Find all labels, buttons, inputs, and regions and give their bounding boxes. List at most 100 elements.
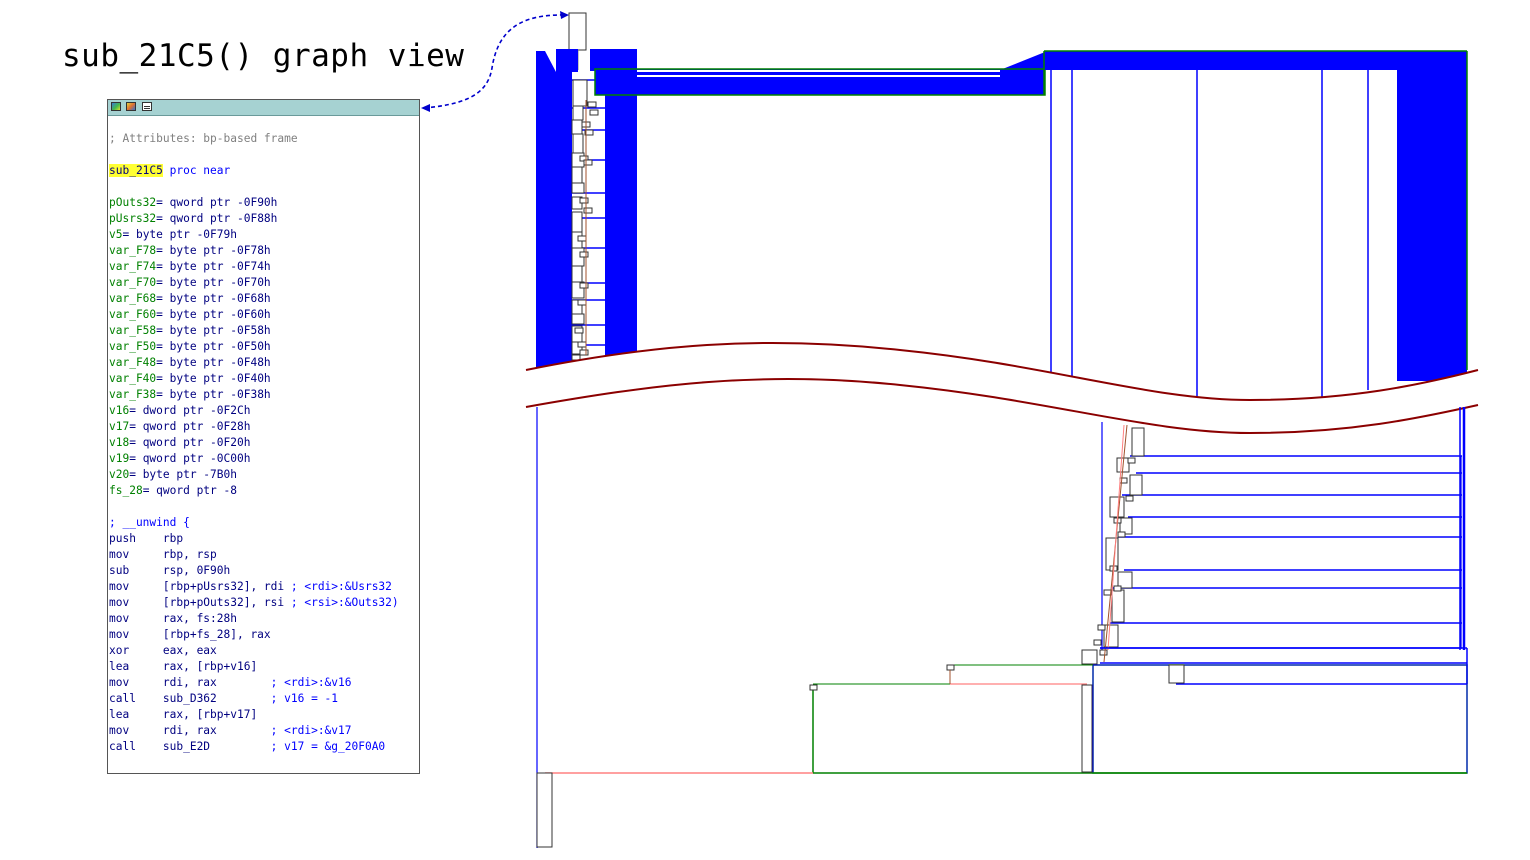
upper-block-stack[interactable] (571, 72, 605, 361)
instruction-line[interactable]: xor eax, eax (109, 643, 419, 659)
node-block[interactable] (572, 133, 584, 155)
stack-var-line[interactable]: v20= byte ptr -7B0h (109, 467, 419, 483)
small-block[interactable] (1127, 457, 1136, 464)
stack-var-line[interactable]: v17= qword ptr -0F28h (109, 419, 419, 435)
small-block[interactable] (583, 207, 593, 214)
stack-var-line[interactable]: var_F38= byte ptr -0F38h (109, 387, 419, 403)
node-block[interactable] (1109, 496, 1125, 518)
stack-var-line[interactable]: var_F70= byte ptr -0F70h (109, 275, 419, 291)
wide-block-top[interactable] (595, 69, 1045, 95)
stack-var-line[interactable]: var_F78= byte ptr -0F78h (109, 243, 419, 259)
node-block[interactable] (572, 105, 584, 121)
node-block[interactable] (572, 79, 588, 107)
node-block[interactable] (1081, 649, 1098, 665)
block-cluster-cap[interactable] (590, 49, 637, 71)
instruction-line[interactable]: mov [rbp+pUsrs32], rdi ; <rdi>:&Usrs32 (109, 579, 419, 595)
stack-var-line[interactable]: var_F60= byte ptr -0F60h (109, 307, 419, 323)
node-block[interactable] (571, 211, 583, 233)
stack-var-line[interactable]: var_F48= byte ptr -0F48h (109, 355, 419, 371)
stack-var-line[interactable]: pUsrs32= qword ptr -0F88h (109, 211, 419, 227)
stack-var-line[interactable]: fs_28= qword ptr -8 (109, 483, 419, 499)
disassembly-listing[interactable]: ; Attributes: bp-based frame sub_21C5 pro… (109, 131, 419, 755)
small-block[interactable] (577, 341, 587, 348)
wide-block-slope[interactable] (1000, 52, 1045, 95)
small-block[interactable] (583, 159, 593, 166)
instruction-line[interactable]: lea rax, [rbp+v16] (109, 659, 419, 675)
small-block[interactable] (946, 664, 955, 671)
small-block[interactable] (1093, 639, 1102, 646)
stack-var-line[interactable]: v19= qword ptr -0C00h (109, 451, 419, 467)
small-block[interactable] (579, 197, 589, 204)
flowchart-icon[interactable] (126, 102, 136, 111)
node-block[interactable] (1105, 537, 1119, 571)
stack-var-line[interactable]: v5= byte ptr -0F79h (109, 227, 419, 243)
instruction-line[interactable]: call sub_E2D ; v17 = &g_20F0A0 (109, 739, 419, 755)
stack-var-line[interactable]: pOuts32= qword ptr -0F90h (109, 195, 419, 211)
instruction-line[interactable]: lea rax, [rbp+v17] (109, 707, 419, 723)
wide-block-green[interactable] (594, 68, 1046, 96)
small-block[interactable] (809, 684, 818, 691)
small-block[interactable] (584, 129, 594, 136)
instruction-line[interactable]: mov [rbp+pOuts32], rsi ; <rsi>:&Outs32) (109, 595, 419, 611)
graph-overview-icon[interactable] (111, 102, 121, 111)
small-block[interactable] (1099, 649, 1108, 656)
block-cluster-left[interactable] (536, 51, 572, 368)
stack-var-line[interactable]: v18= qword ptr -0F20h (109, 435, 419, 451)
text-view-icon[interactable] (142, 102, 152, 111)
block-cluster-column[interactable] (605, 49, 637, 357)
small-block[interactable] (1103, 589, 1112, 596)
small-block[interactable] (574, 327, 584, 334)
proc-line[interactable]: sub_21C5 proc near (109, 163, 419, 179)
stack-var-line[interactable]: var_F50= byte ptr -0F50h (109, 339, 419, 355)
instruction-line[interactable]: mov rax, fs:28h (109, 611, 419, 627)
instruction-line[interactable]: mov rdi, rax ; <rdi>:&v17 (109, 723, 419, 739)
node-block[interactable] (1117, 571, 1133, 589)
node-block[interactable] (1111, 589, 1125, 623)
node-block[interactable] (1129, 474, 1143, 496)
small-block[interactable] (1097, 624, 1106, 631)
instruction-line[interactable]: mov rdi, rax ; <rdi>:&v16 (109, 675, 419, 691)
blue-loop-frame[interactable] (1092, 664, 1468, 774)
unwind-line[interactable]: ; __unwind { (109, 515, 419, 531)
small-block[interactable] (577, 299, 587, 306)
exit-block[interactable] (536, 772, 553, 848)
small-block[interactable] (579, 349, 589, 356)
node-block[interactable] (571, 265, 583, 283)
small-block[interactable] (579, 282, 589, 289)
node-block[interactable] (1131, 427, 1145, 457)
node-block[interactable] (571, 182, 585, 194)
small-block[interactable] (579, 251, 589, 258)
small-block[interactable] (577, 235, 587, 242)
small-block[interactable] (589, 109, 599, 116)
window-titlebar[interactable] (108, 100, 419, 116)
instruction-line[interactable]: call sub_D362 ; v16 = -1 (109, 691, 419, 707)
node-block[interactable] (1081, 684, 1093, 773)
small-block[interactable] (1125, 495, 1134, 502)
node-block[interactable] (571, 341, 583, 355)
instruction-line[interactable]: sub rsp, 0F90h (109, 563, 419, 579)
small-block[interactable] (1117, 531, 1126, 538)
instruction-line[interactable]: mov rbp, rsp (109, 547, 419, 563)
small-block[interactable] (587, 101, 597, 108)
stack-var-line[interactable]: var_F40= byte ptr -0F40h (109, 371, 419, 387)
instruction-line[interactable]: mov [rbp+fs_28], rax (109, 627, 419, 643)
node-block[interactable] (1168, 664, 1185, 684)
disassembly-window[interactable]: ; Attributes: bp-based frame sub_21C5 pro… (107, 99, 420, 774)
right-block-column[interactable] (1397, 51, 1467, 381)
comment-line[interactable]: ; Attributes: bp-based frame (109, 131, 419, 147)
right-block-frame[interactable] (1044, 51, 1467, 70)
stack-var-line[interactable]: var_F68= byte ptr -0F68h (109, 291, 419, 307)
stack-var-line[interactable]: var_F58= byte ptr -0F58h (109, 323, 419, 339)
lower-block-stack[interactable] (1093, 424, 1462, 663)
stack-var-line[interactable]: v16= dword ptr -0F2Ch (109, 403, 419, 419)
block-cluster-left-inner[interactable] (556, 49, 578, 72)
node-block[interactable] (571, 313, 585, 325)
node-block[interactable] (571, 166, 583, 184)
node-block[interactable] (571, 119, 583, 135)
small-block[interactable] (1113, 585, 1122, 592)
stack-var-line[interactable]: var_F74= byte ptr -0F74h (109, 259, 419, 275)
entry-block[interactable] (568, 12, 587, 51)
node-block[interactable] (1119, 517, 1133, 535)
green-loop-frame[interactable] (1092, 664, 1468, 774)
